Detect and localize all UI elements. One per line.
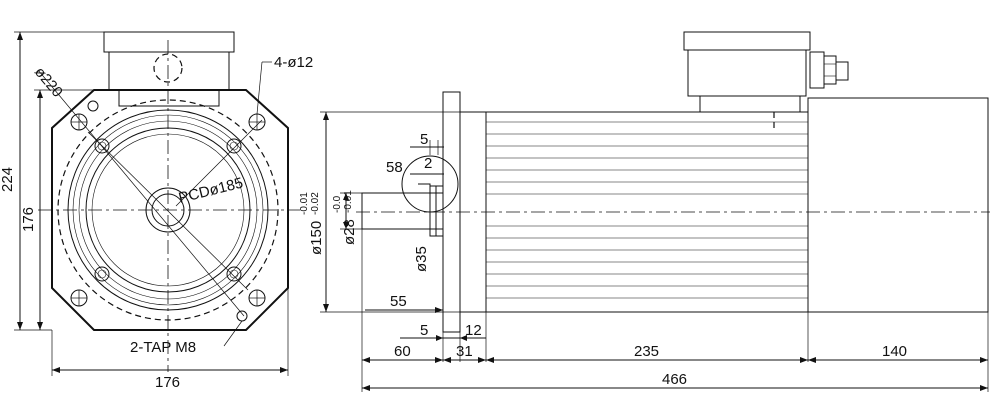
svg-text:ø150: ø150 <box>308 221 325 255</box>
front-pcd-holes <box>94 138 242 282</box>
front-view: ø220 4-ø12 PCDø185 2-TAP M8 224 176 176 <box>0 31 313 391</box>
svg-text:ø28: ø28 <box>341 219 358 245</box>
side-dim-shoulder: 5 <box>420 131 428 148</box>
side-view: 5 2 58 ø150 -0.01 -0.02 ø28 -0.0 -0.01 ø… <box>299 31 990 392</box>
svg-text:-0.01: -0.01 <box>299 192 310 215</box>
front-tap-hole <box>236 310 248 322</box>
side-dim-key-length: 58 <box>386 159 403 176</box>
side-dim-end-cap-length: 140 <box>882 343 907 360</box>
side-dim-key-height: 2 <box>424 155 432 172</box>
front-dim-tap: 2-TAP M8 <box>130 339 196 356</box>
svg-text:-0.0: -0.0 <box>332 195 343 213</box>
side-key-detail-circle <box>401 155 459 213</box>
front-flange-outline <box>51 89 289 331</box>
side-body-fins <box>486 121 808 299</box>
front-dim-mount-holes: 4-ø12 <box>274 54 313 71</box>
side-dim-key-offset: 55 <box>390 293 407 310</box>
side-dim-hub-diameter: ø35 <box>413 246 430 272</box>
side-dim-body-length: 235 <box>634 343 659 360</box>
side-dim-shaft: ø28 -0.0 -0.01 <box>332 190 358 245</box>
front-dim-flange-height: 176 <box>20 207 37 232</box>
side-dim-flange-thickness: 12 <box>465 322 482 339</box>
svg-text:-0.01: -0.01 <box>343 190 354 213</box>
side-dim-overall-length: 466 <box>662 371 687 388</box>
side-dim-pilot: ø150 -0.01 -0.02 <box>299 192 325 255</box>
front-terminal-box <box>103 31 235 53</box>
front-dim-pcd: PCDø185 <box>177 174 245 206</box>
side-dim-flange-gap: 5 <box>420 322 428 339</box>
side-dim-flange-depth: 31 <box>456 343 473 360</box>
front-dim-flange-width: 176 <box>155 374 180 391</box>
side-dim-shaft-length: 60 <box>394 343 411 360</box>
front-tap-hole <box>87 100 99 112</box>
side-end-cap <box>807 97 989 313</box>
side-cable-gland <box>809 51 849 89</box>
svg-text:-0.02: -0.02 <box>310 192 321 215</box>
side-terminal-box <box>683 31 811 51</box>
side-shaft <box>361 192 444 230</box>
front-dim-pitch-diameter: ø220 <box>31 64 66 101</box>
front-dim-overall-height: 224 <box>0 167 16 192</box>
